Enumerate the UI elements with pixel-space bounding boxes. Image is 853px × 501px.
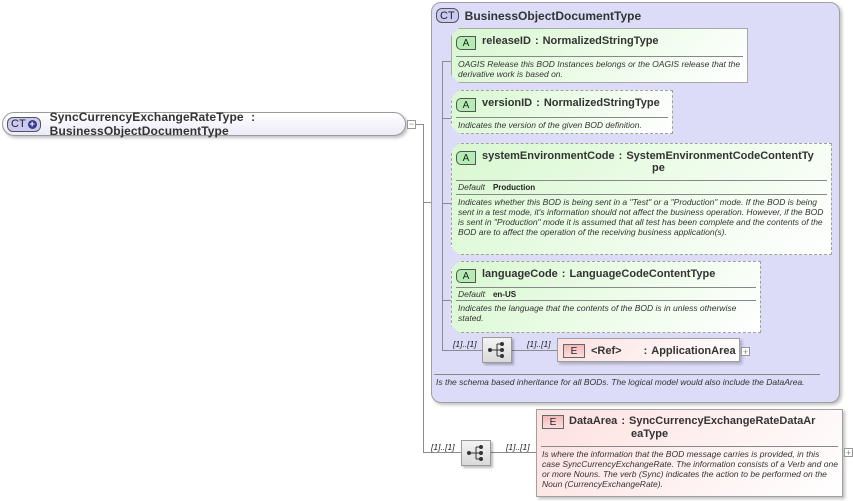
attribute-badge: A <box>456 151 476 165</box>
attribute-description: Indicates the version of the given BOD d… <box>458 120 642 130</box>
divider <box>434 374 820 375</box>
attribute-languageCode[interactable]: A languageCode:LanguageCodeContentType D… <box>451 261 761 333</box>
inner-connector-release <box>442 61 452 62</box>
root-base-type: BusinessObjectDocumentType <box>49 124 229 138</box>
element-label: <Ref>:ApplicationArea <box>591 345 736 357</box>
element-data-area[interactable]: E DataArea:SyncCurrencyExchangeRateDataA… <box>536 409 843 497</box>
connector-root-h <box>416 124 424 125</box>
attribute-description: Indicates whether this BOD is being sent… <box>458 197 824 237</box>
attribute-label: languageCode:LanguageCodeContentType <box>482 268 716 280</box>
sequence-compositor[interactable] <box>482 337 512 363</box>
complex-type-badge: CT + <box>7 116 41 132</box>
element-cardinality: [1]..[1] <box>506 442 530 452</box>
sequence-icon <box>488 342 504 358</box>
attribute-badge: A <box>456 36 476 50</box>
divider <box>456 180 827 181</box>
divider <box>456 194 827 195</box>
connector-dataarea-seq-to-elem <box>491 452 536 453</box>
element-application-area[interactable]: E <Ref>:ApplicationArea <box>557 338 740 362</box>
element-badge: E <box>563 344 585 358</box>
divider <box>456 56 743 57</box>
divider <box>456 300 756 301</box>
inner-connector-v <box>442 61 443 351</box>
sequence-icon <box>467 445 483 461</box>
default-value: en-US <box>492 290 517 299</box>
attribute-description: OAGIS Release this BOD Instances belongs… <box>458 59 741 79</box>
base-type-container: CT BusinessObjectDocumentType A releaseI… <box>431 2 840 403</box>
element-description: Is where the information that the BOD me… <box>542 449 838 489</box>
divider <box>541 446 838 447</box>
extension-plus-icon: + <box>27 118 37 129</box>
complex-type-badge: CT <box>436 8 459 23</box>
inner-connector-lang <box>442 300 452 301</box>
element-label: DataArea:SyncCurrencyExchangeRateDataAr <box>569 415 816 427</box>
collapse-toggle[interactable]: − <box>407 119 416 129</box>
expand-toggle[interactable]: + <box>741 347 750 357</box>
element-type-continuation: eaType <box>631 428 669 440</box>
root-type-name: SyncCurrencyExchangeRateType <box>49 110 244 124</box>
attribute-versionID[interactable]: A versionID:NormalizedStringType Indicat… <box>451 90 673 134</box>
attribute-type-continuation: pe <box>652 162 665 174</box>
element-cardinality: [1]..[1] <box>527 339 551 349</box>
attribute-label: systemEnvironmentCode:SystemEnvironmentC… <box>482 150 814 162</box>
attribute-releaseID[interactable]: A releaseID:NormalizedStringType OAGIS R… <box>451 28 748 83</box>
inner-connector-seq-elem <box>512 350 557 351</box>
sequence-compositor[interactable] <box>461 440 491 466</box>
expand-toggle[interactable]: + <box>844 448 853 458</box>
inner-connector-sysenv <box>442 203 452 204</box>
connector-to-dataarea-seq <box>423 452 461 453</box>
connector-to-bod <box>423 202 432 203</box>
inner-connector-seq <box>442 350 482 351</box>
root-complex-type[interactable]: CT + SyncCurrencyExchangeRateType : Busi… <box>2 110 406 138</box>
divider <box>456 287 756 288</box>
sequence-cardinality: [1]..[1] <box>453 339 477 349</box>
base-type-description: Is the schema based inheritance for all … <box>436 377 805 387</box>
base-type-title: BusinessObjectDocumentType <box>464 8 642 23</box>
inner-connector-version <box>442 118 452 119</box>
attribute-badge: A <box>456 269 476 283</box>
element-badge: E <box>542 415 564 429</box>
attribute-systemEnvironmentCode[interactable]: A systemEnvironmentCode:SystemEnvironmen… <box>451 143 832 255</box>
divider <box>456 117 668 118</box>
attribute-badge: A <box>456 98 476 112</box>
attribute-description: Indicates the language that the contents… <box>458 303 737 323</box>
default-value: Production <box>492 183 536 192</box>
sequence-cardinality: [1]..[1] <box>431 442 455 452</box>
attribute-label: releaseID:NormalizedStringType <box>482 35 659 47</box>
root-type-label: SyncCurrencyExchangeRateType : BusinessO… <box>49 110 256 138</box>
base-type-header: CT BusinessObjectDocumentType <box>436 8 641 23</box>
attribute-label: versionID:NormalizedStringType <box>482 97 660 109</box>
connector-root-v <box>423 124 424 452</box>
